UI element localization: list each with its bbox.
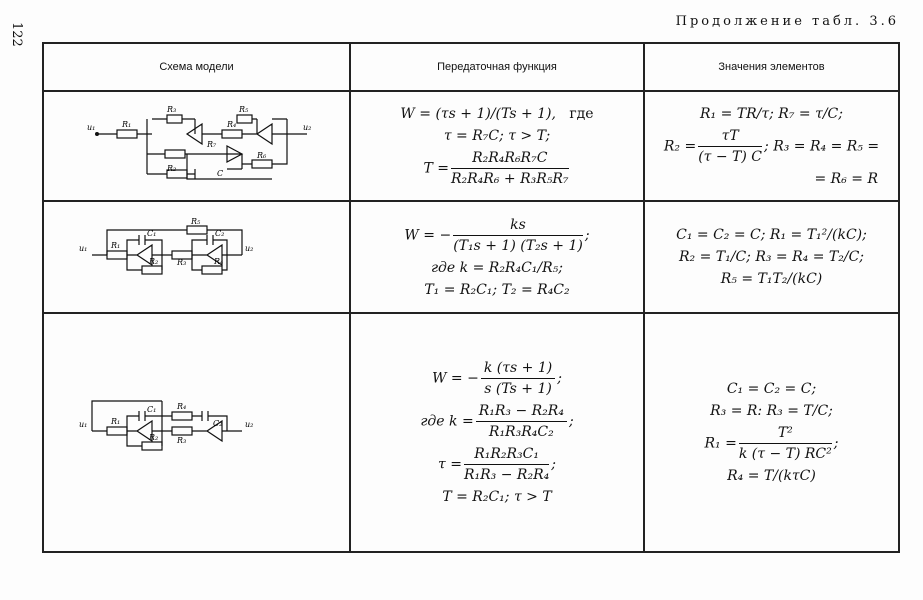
label-R2: R₂ [148,257,158,266]
value-lhs: R₂ = [663,138,697,154]
value-line: R₃ = R: R₃ = T/C; [710,403,833,419]
header-transfer-function: Передаточная функция [349,42,645,92]
tf-denominator: R₁R₃R₄C₂ [488,424,554,440]
circuit-schematic: u₁ u₂ R₁ R₂ R₃ R₄ R₅ C₁ C₂ [79,217,253,275]
label-u1: u₁ [87,123,95,132]
label-u1: u₁ [79,244,87,253]
value-line: C₁ = C₂ = C; [726,381,817,397]
label-C1: C₁ [147,405,156,414]
tf-lhs: где k = [420,413,474,430]
header-element-values: Значения элементов [643,42,900,92]
label-u2: u₂ [245,420,253,429]
label-u1: u₁ [79,420,87,429]
label-C2: C₂ [213,419,222,428]
label-R3: R₃ [176,258,186,267]
label-R4: R₄ [176,402,186,411]
tf-numerator: R₁R₃ − R₂R₄ [475,401,567,422]
circuit-diagram-3: u₁ u₂ R₁ R₂ R₃ R₄ C₁ C₂ [42,312,351,553]
tf-line: τ = R₇C; τ > T; [443,127,551,144]
tf-line: где k = R₂R₄C₁/R₅; [430,259,563,276]
tf-line: T₁ = R₂C₁; T₂ = R₄C₂ [424,281,570,298]
element-values-3: C₁ = C₂ = C; R₃ = R: R₃ = T/C; R₁ =T² k (… [643,312,900,553]
table-continuation-caption: Продолжение табл. 3.6 [675,14,899,29]
header-scheme: Схема модели [42,42,351,92]
value-denominator: (τ − T) C [698,148,763,165]
tf-lhs: W = − [404,227,452,243]
table-row: u₁ u₂ R₁ R₂ R₃ R₄ R₅ C₁ C₂ W = −ks(T₁s +… [42,200,900,314]
value-numerator: T² [738,423,832,444]
tf-denominator: (T₁s + 1) (T₂s + 1) [453,237,583,254]
label-R7: R₇ [206,140,217,149]
tf-numerator: R₁R₂R₃C₁ [463,444,550,465]
label-R1: R₁ [110,241,120,250]
tf-numerator: ks [453,215,583,236]
circuit-diagram-1: u₁ u₂ R₁ R₂ R₃ R₄ R₅ R₆ R₇ C [42,90,351,202]
value-line: = R₆ = R [814,170,878,187]
value-line: R₁ = TR/τ; R₇ = τ/C; [700,105,843,122]
tf-semicolon: ; [584,227,590,243]
transfer-function-1: W = (τs + 1)/(Ts + 1), где τ = R₇C; τ > … [349,90,645,202]
label-R4: R₄ [213,257,223,266]
value-lhs: R₁ = [704,435,737,452]
label-R1: R₁ [121,120,131,129]
tf-denominator: s (Ts + 1) [484,381,552,397]
tf-numerator: R₂R₄R₆R₇C [450,148,569,169]
label-R5: R₅ [190,217,201,226]
transfer-function-3: W = −k (τs + 1)s (Ts + 1); где k =R₁R₃ −… [349,312,645,553]
label-R1: R₁ [110,417,120,426]
value-line: R₄ = T/(kτC) [727,468,816,484]
tf-lhs: W = − [432,370,479,387]
table-row: u₁ u₂ R₁ R₂ R₃ R₄ C₁ C₂ W = −k (τs + 1) s… [42,312,900,553]
label-C2: C₂ [215,229,224,238]
tf-denominator: R₁R₃ − R₂R₄ [463,467,550,483]
circuit-schematic: u₁ u₂ R₁ R₂ R₃ R₄ C₁ C₂ [79,399,253,451]
tf-lhs: T = [423,160,449,176]
label-R5: R₅ [238,105,249,114]
element-values-1: R₁ = TR/τ; R₇ = τ/C; R₂ =τT(τ − T) C; R₃… [643,90,900,202]
tf-lhs: τ = [438,456,462,473]
tf-semicolon: ; [551,456,556,473]
tf-line: W = (τs + 1)/(Ts + 1), [400,105,556,122]
value-rest: ; R₃ = R₄ = R₅ = [764,138,880,154]
models-table: Схема модели Передаточная функция Значен… [42,42,900,553]
tf-numerator: k (τs + 1) [480,358,556,379]
label-R3: R₃ [166,105,176,114]
table-row: u₁ u₂ R₁ R₂ R₃ R₄ R₅ R₆ R₇ C W = (τs + 1… [42,90,900,202]
value-denominator: k (τ − T) RC² [738,446,832,462]
page-number: 122 [9,22,24,47]
value-line: R₅ = T₁T₂/(kC) [720,271,823,287]
circuit-diagram-2: u₁ u₂ R₁ R₂ R₃ R₄ R₅ C₁ C₂ [42,200,351,314]
label-R3: R₃ [176,436,186,445]
header-row: Схема модели Передаточная функция Значен… [42,42,900,92]
value-numerator: τT [698,126,763,147]
label-C1: C₁ [147,229,156,238]
circuit-schematic: u₁ u₂ R₁ R₂ R₃ R₄ R₅ R₆ R₇ C [87,105,311,180]
label-R4: R₄ [226,120,236,129]
label-C: C [217,169,223,178]
value-line: C₁ = C₂ = C; R₁ = T₁²/(kC); [676,227,867,243]
element-values-2: C₁ = C₂ = C; R₁ = T₁²/(kC); R₂ = T₁/C; R… [643,200,900,314]
tf-denominator: R₂R₄R₆ + R₃R₅R₇ [450,170,569,187]
tf-semicolon: ; [557,370,562,387]
label-R2: R₂ [148,433,158,442]
value-semicolon: ; [833,435,839,452]
label-R6: R₆ [256,151,267,160]
value-line: R₂ = T₁/C; R₃ = R₄ = T₂/C; [679,249,864,265]
label-u2: u₂ [303,123,311,132]
tf-line: T = R₂C₁; τ > T [442,489,552,505]
transfer-function-2: W = −ks(T₁s + 1) (T₂s + 1); где k = R₂R₄… [349,200,645,314]
tf-where: где [569,105,594,122]
tf-semicolon: ; [568,413,574,430]
label-u2: u₂ [245,244,253,253]
label-R2: R₂ [166,164,176,173]
